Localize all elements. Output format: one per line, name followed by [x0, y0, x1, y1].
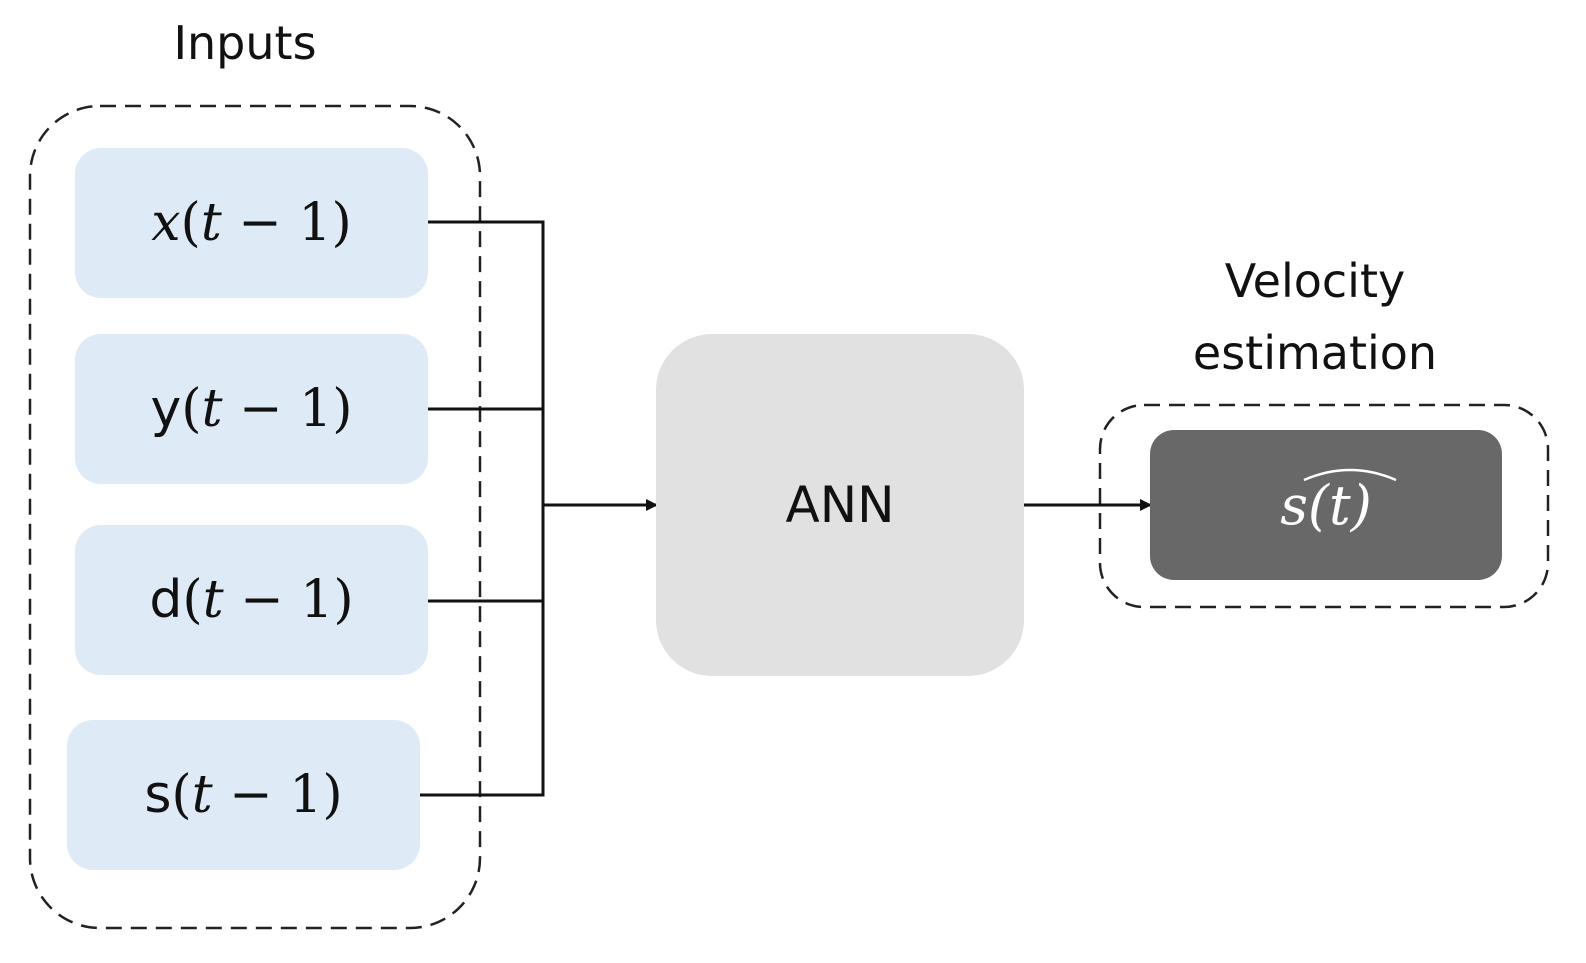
ann-model-box: ANN: [656, 334, 1024, 676]
velocity-output-box: s(t): [1150, 430, 1502, 580]
inputs-group-title: Inputs: [173, 16, 317, 70]
input-s-box: s(t − 1): [67, 720, 420, 870]
connector-x-input: [428, 220, 545, 505]
input-y-box: y(t − 1): [75, 334, 428, 484]
inputs-group-border: [28, 104, 482, 930]
hat-accent-icon: [1303, 468, 1397, 481]
velocity-estimate-formula: s(t): [1280, 468, 1397, 537]
ann-label: ANN: [785, 476, 895, 534]
connector-s-input: [420, 505, 545, 797]
input-x-box: x(t − 1): [75, 148, 428, 298]
output-group-title-line1: Velocity: [1224, 254, 1406, 308]
input-d-box: d(t − 1): [75, 525, 428, 675]
output-group-border: [1098, 403, 1550, 609]
output-group-title-line2: estimation: [1192, 326, 1438, 380]
